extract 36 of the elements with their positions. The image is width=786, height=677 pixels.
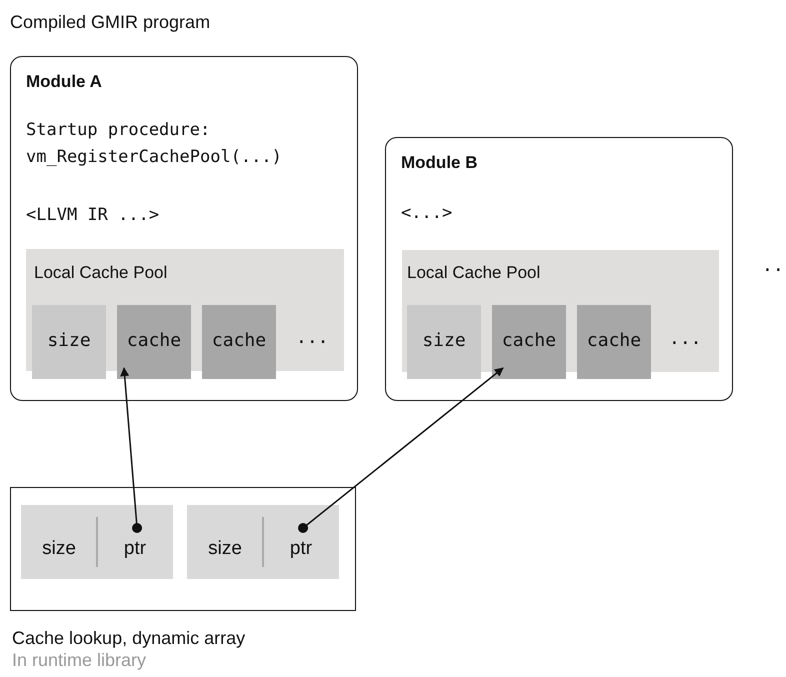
- ellipsis-text: ...: [296, 327, 329, 348]
- cell-text: size: [421, 330, 467, 351]
- code-text: Startup procedure: vm_RegisterCachePool(...): [26, 119, 283, 169]
- module-card: [10, 56, 358, 401]
- size-cell: [32, 305, 106, 379]
- pointer-arrow: [298, 367, 504, 533]
- array-entry: [21, 505, 173, 579]
- pointer-text: ptr: [288, 538, 314, 560]
- caption-note: In runtime library: [12, 650, 146, 671]
- cell-text: size: [46, 330, 92, 351]
- module-title: Module B: [401, 153, 478, 173]
- ellipsis-text: ...: [669, 328, 702, 349]
- cache-cell: [492, 305, 566, 379]
- size-cell: [407, 305, 481, 379]
- module-title: Module A: [26, 72, 102, 92]
- panel-heading: Local Cache Pool: [407, 263, 540, 283]
- cache-cell: [202, 305, 276, 379]
- size-text: size: [207, 538, 243, 560]
- cell-text: cache: [210, 330, 268, 351]
- cache-cell: [577, 305, 651, 379]
- ellipsis-text: ..: [762, 255, 784, 276]
- pointer-text: ptr: [122, 538, 148, 560]
- caption-text: Cache lookup, dynamic array: [12, 628, 246, 649]
- panel-heading: Local Cache Pool: [34, 263, 168, 283]
- module-card: [385, 137, 733, 401]
- cache-cell: [117, 305, 191, 379]
- code-text: <LLVM IR ...>: [26, 204, 160, 227]
- pointer-arrow: [120, 367, 142, 533]
- cell-text: cache: [500, 330, 558, 351]
- array-entry: [187, 505, 339, 579]
- cell-text: cache: [126, 330, 182, 351]
- diagram-title: Compiled GMIR program: [10, 12, 210, 33]
- size-text: size: [41, 538, 77, 560]
- lookup-array-box: [10, 487, 356, 611]
- cell-text: cache: [586, 330, 642, 351]
- code-text: <...>: [401, 202, 452, 225]
